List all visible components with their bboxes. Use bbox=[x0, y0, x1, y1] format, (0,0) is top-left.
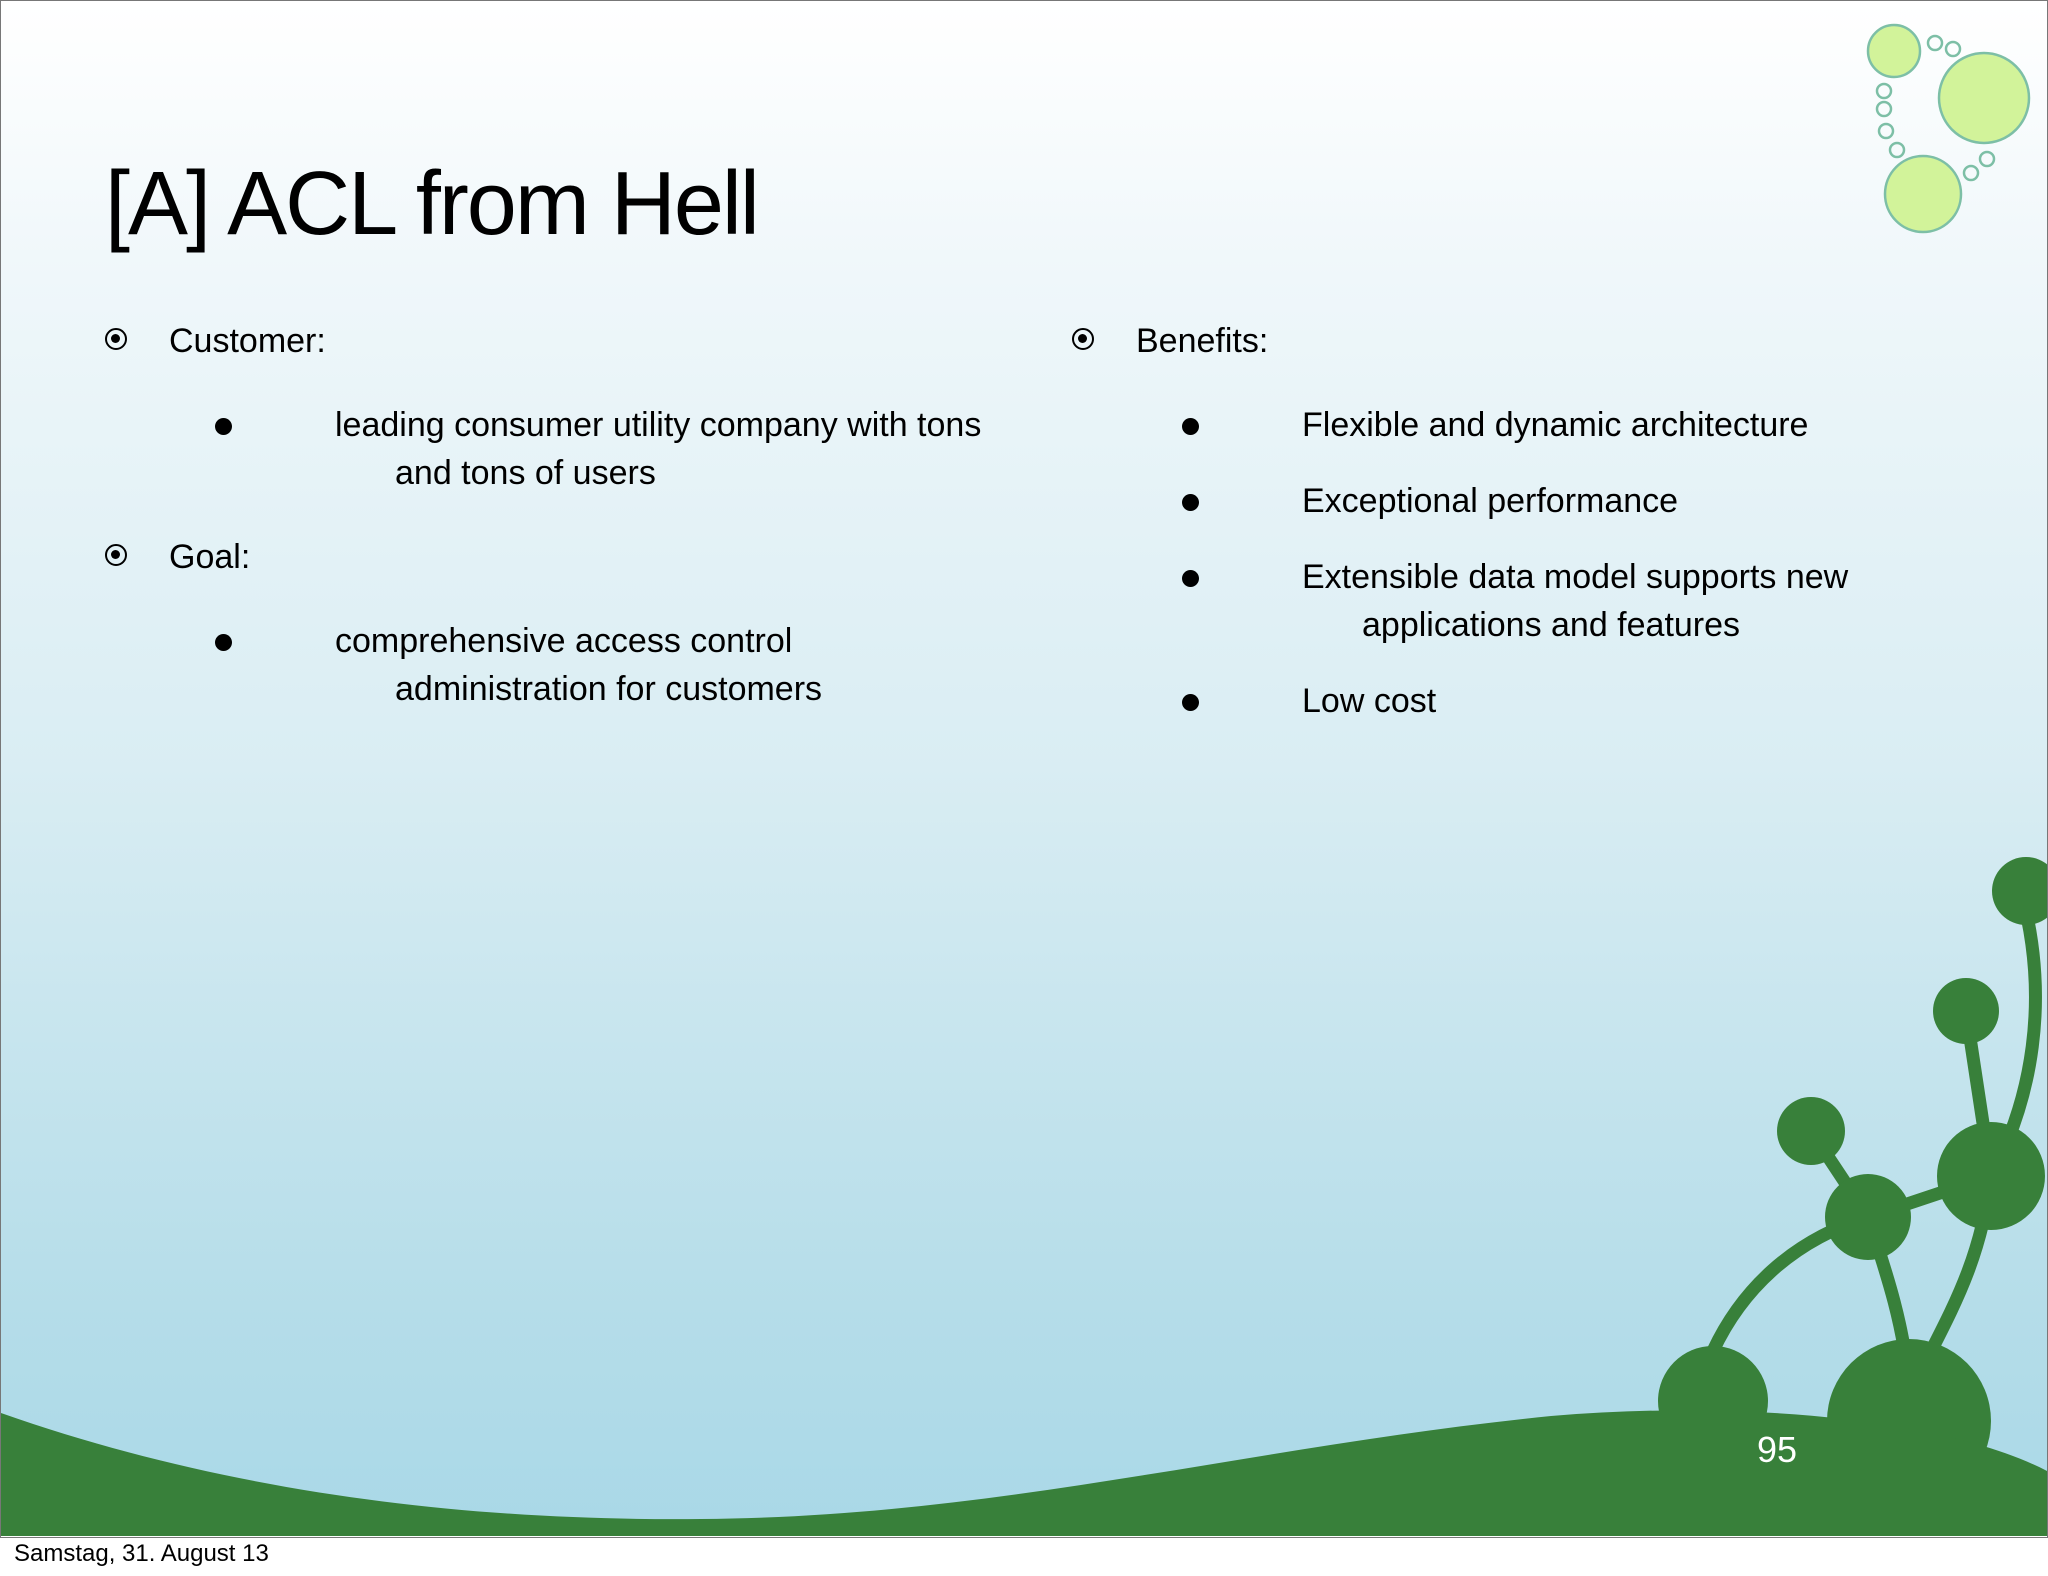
filled-circle-bullet-icon bbox=[215, 418, 232, 435]
left-column: Customer: leading consumer utility compa… bbox=[105, 317, 1005, 749]
sub-bullet-text: Low cost bbox=[1302, 682, 1437, 720]
filled-circle-bullet-icon bbox=[1182, 418, 1199, 435]
page-number: 95 bbox=[1757, 1429, 1798, 1470]
sub-bullet-text: comprehensive access control administrat… bbox=[335, 622, 823, 708]
sub-bullet-text: Extensible data model supports new appli… bbox=[1302, 558, 1849, 644]
slide-background-art bbox=[1, 23, 2047, 1536]
filled-circle-bullet-icon bbox=[1182, 694, 1199, 711]
bullet-benefits: Benefits: bbox=[1072, 317, 1972, 365]
sub-bullet: Exceptional performance bbox=[1182, 477, 1972, 525]
filled-circle-bullet-icon bbox=[215, 634, 232, 651]
sub-bullet-text: leading consumer utility company with to… bbox=[335, 406, 982, 492]
bullet-goal: Goal: bbox=[105, 533, 1005, 581]
green-hill bbox=[1, 1410, 2047, 1536]
target-bullet-icon bbox=[105, 328, 127, 350]
filled-circle-bullet-icon bbox=[1182, 570, 1199, 587]
slide-title: [A] ACL from Hell bbox=[105, 154, 760, 254]
sub-bullet-text: Exceptional performance bbox=[1302, 482, 1679, 520]
target-bullet-icon bbox=[105, 544, 127, 566]
sub-bullet: Extensible data model supports new appli… bbox=[1182, 553, 1972, 649]
sub-bullet-text: Flexible and dynamic architecture bbox=[1302, 406, 1809, 444]
bullet-label: Goal: bbox=[169, 538, 251, 576]
bullet-customer: Customer: bbox=[105, 317, 1005, 365]
bullet-label: Benefits: bbox=[1136, 322, 1269, 360]
filled-circle-bullet-icon bbox=[1182, 494, 1199, 511]
bubbles-decoration-icon bbox=[1866, 23, 2031, 234]
molecule-nodes bbox=[1658, 857, 2047, 1503]
sub-bullet: leading consumer utility company with to… bbox=[215, 401, 1005, 497]
target-bullet-icon bbox=[1072, 328, 1094, 350]
footer-date: Samstag, 31. August 13 bbox=[14, 1540, 269, 1567]
sub-bullet: Low cost bbox=[1182, 677, 1972, 725]
slide: [A] ACL from Hell Customer: leading cons… bbox=[1, 1, 2048, 1536]
sub-bullet: Flexible and dynamic architecture bbox=[1182, 401, 1972, 449]
sub-bullet: comprehensive access control administrat… bbox=[215, 617, 1005, 713]
bullet-label: Customer: bbox=[169, 322, 326, 360]
right-column: Benefits: Flexible and dynamic architect… bbox=[1072, 317, 1972, 753]
